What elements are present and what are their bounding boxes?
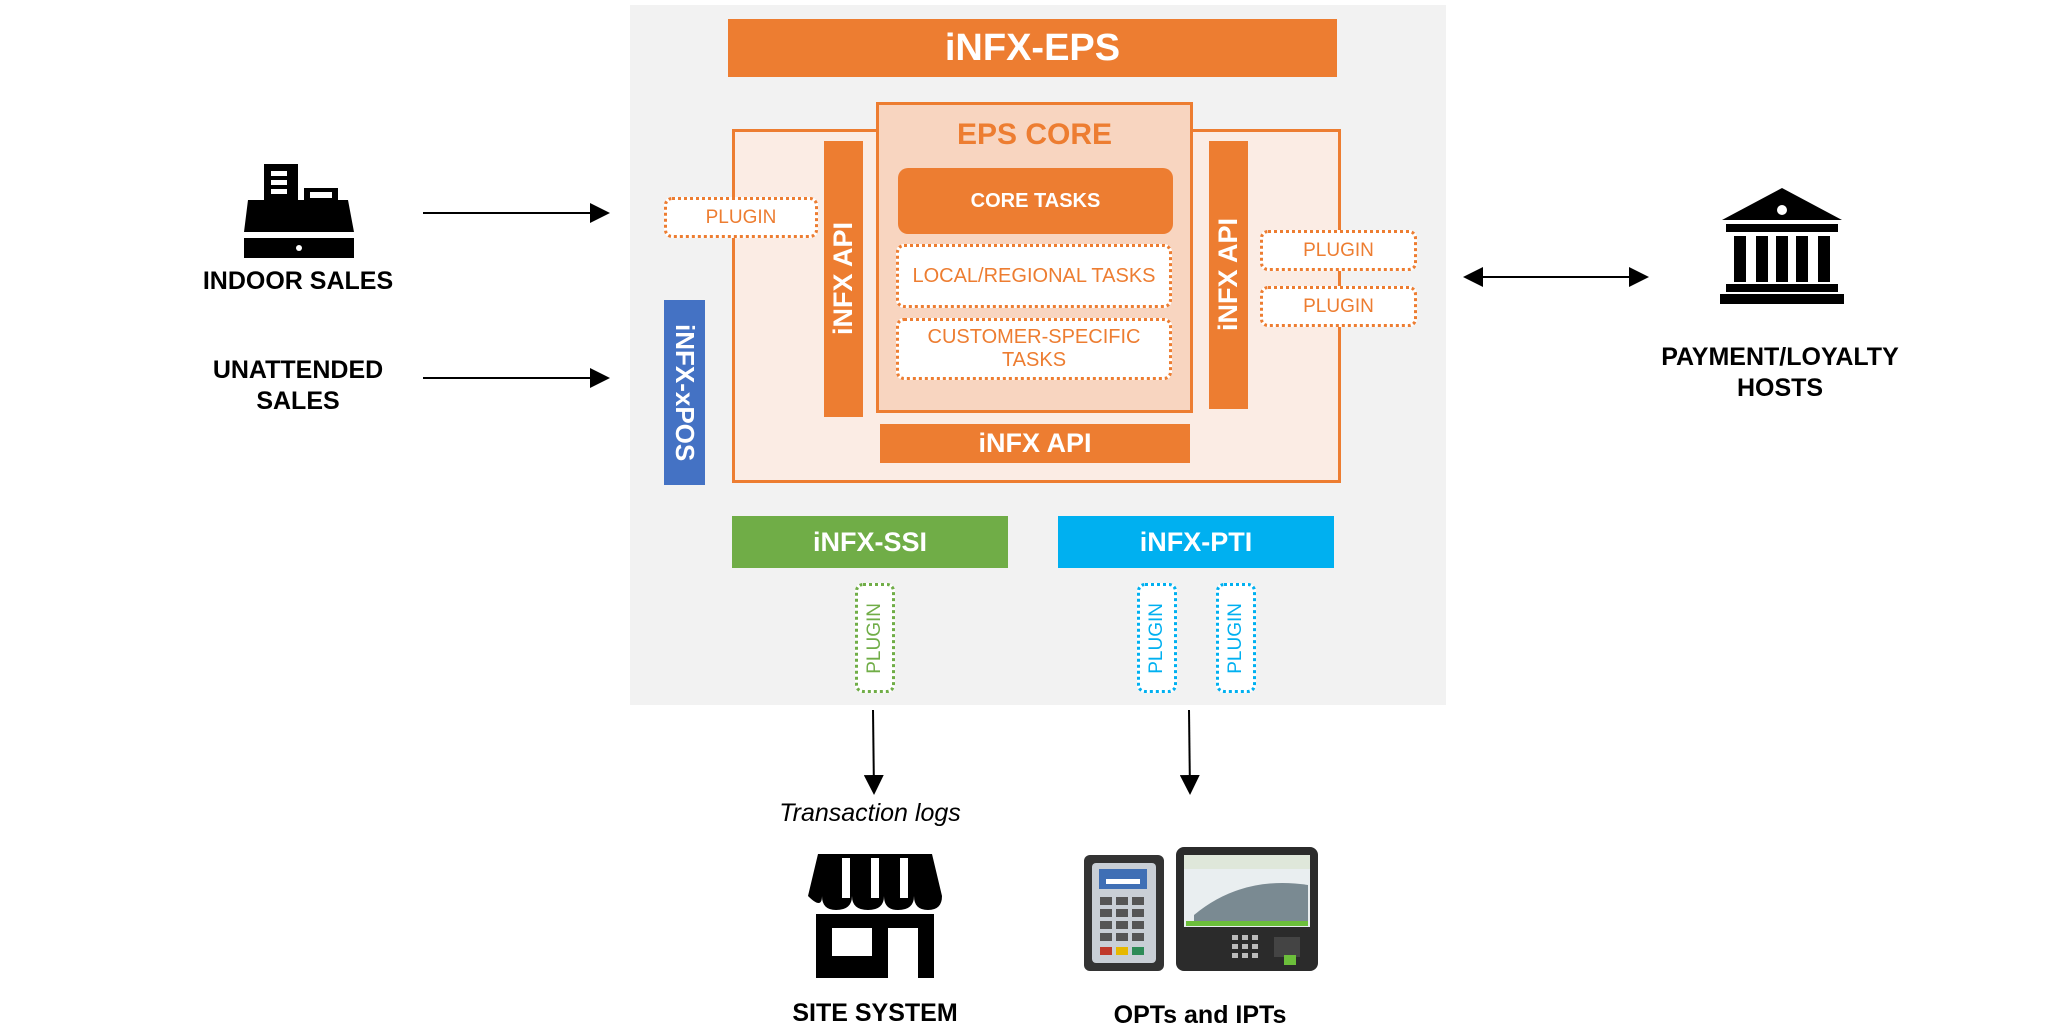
cash-register-icon bbox=[244, 164, 354, 258]
core-tasks-box: CORE TASKS bbox=[898, 168, 1173, 234]
eps-core-title: EPS CORE bbox=[956, 118, 1113, 151]
plugin-right-1: PLUGIN bbox=[1260, 230, 1417, 271]
opts-ipts-label: OPTs and IPTs bbox=[1113, 1001, 1287, 1030]
unattended-sales-line1: UNATTENDED bbox=[212, 356, 384, 384]
payment-line1: PAYMENT/LOYALTY bbox=[1661, 343, 1899, 371]
arrow-terminals bbox=[1179, 709, 1200, 795]
local-regional-tasks-box: LOCAL/REGIONAL TASKS bbox=[896, 244, 1172, 308]
bank-icon bbox=[1720, 188, 1844, 304]
site-system-label: SITE SYSTEM bbox=[792, 999, 958, 1028]
unattended-sales-label: UNATTENDED SALES bbox=[178, 355, 418, 418]
plugin-pti-2: PLUGIN bbox=[1216, 583, 1256, 693]
infx-api-bottom-bar: iNFX API bbox=[880, 424, 1190, 463]
infx-api-left-bar: iNFX API bbox=[824, 141, 863, 417]
plugin-pti-1: PLUGIN bbox=[1137, 583, 1177, 693]
payment-loyalty-hosts-label: PAYMENT/LOYALTY HOSTS bbox=[1620, 342, 1940, 405]
plugin-ssi: PLUGIN bbox=[855, 583, 895, 693]
infx-xpos-label: iNFX-xPOS bbox=[670, 323, 700, 462]
payment-line2: HOSTS bbox=[1736, 374, 1824, 403]
infx-ssi-bar: iNFX-SSI bbox=[732, 516, 1008, 568]
transaction-logs-label: Transaction logs bbox=[779, 798, 961, 827]
arrow-site-system bbox=[863, 709, 884, 795]
storefront-icon bbox=[808, 854, 942, 978]
infx-xpos-bar: iNFX-xPOS bbox=[664, 300, 705, 485]
infx-eps-title-bar: iNFX-EPS bbox=[728, 19, 1337, 77]
payment-terminal-icon bbox=[1084, 847, 1318, 971]
plugin-right-2: PLUGIN bbox=[1260, 286, 1417, 327]
infx-api-right-bar: iNFX API bbox=[1209, 141, 1248, 409]
indoor-sales-label: INDOOR SALES bbox=[202, 267, 394, 296]
customer-specific-tasks-box: CUSTOMER-SPECIFIC TASKS bbox=[896, 318, 1172, 380]
infx-pti-bar: iNFX-PTI bbox=[1058, 516, 1334, 568]
unattended-sales-line2: SALES bbox=[256, 387, 340, 416]
plugin-left: PLUGIN bbox=[664, 197, 818, 238]
